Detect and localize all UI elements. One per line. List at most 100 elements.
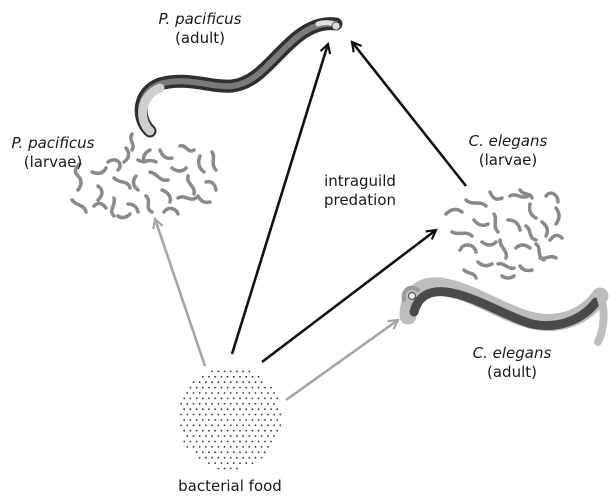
bacteria-dot [258, 441, 260, 443]
bacteria-dot [258, 451, 260, 453]
bacteria-dot [221, 441, 223, 443]
bacteria-dot [279, 424, 281, 426]
bacteria-dot [239, 462, 241, 464]
bacteria-dot [242, 457, 244, 459]
bacteria-dot [236, 424, 238, 426]
bacteria-dot [217, 468, 219, 470]
bacteria-dot [230, 457, 232, 459]
bacteria-dot [239, 398, 241, 400]
bacteria-dot [270, 430, 272, 432]
bacteria-dot [261, 457, 263, 459]
bacteria-dot [230, 414, 232, 416]
bacteria-dot [196, 451, 198, 453]
bacteria-dot [267, 435, 269, 437]
bacteria-dot [264, 398, 266, 400]
bacteria-dot [258, 376, 260, 378]
bacteria-dot [221, 451, 223, 453]
bacteria-dot [227, 387, 229, 389]
bacteria-dot [261, 403, 263, 405]
bacteria-dot [221, 398, 223, 400]
bacteria-dot [199, 424, 201, 426]
bacteria-dot [236, 392, 238, 394]
bacteria-dot [180, 403, 182, 405]
bacteria-dot [224, 414, 226, 416]
bacteria-dot [233, 462, 235, 464]
bacteria-dot [252, 408, 254, 410]
bacteria-dot [252, 430, 254, 432]
bacteria-dot [211, 435, 213, 437]
bacteria-dot [199, 446, 201, 448]
bacteria-dot [180, 424, 182, 426]
bacteria-dot [193, 435, 195, 437]
ce-larvae-cluster [446, 190, 562, 278]
bacteria-dot [183, 430, 185, 432]
bacteria-dot [233, 419, 235, 421]
bacteria-dot [224, 371, 226, 373]
bacteria-dot [230, 392, 232, 394]
bacteria-dot [245, 398, 247, 400]
bacteria-dot [214, 376, 216, 378]
bacteria-dot [205, 424, 207, 426]
ce-adult-label: C. elegans (adult) [452, 344, 572, 382]
bacteria-dot [208, 462, 210, 464]
bacteria-dot [196, 419, 198, 421]
bacteria-dot [248, 446, 250, 448]
bacteria-dot [202, 419, 204, 421]
bacteria-dot [276, 419, 278, 421]
bacteria-dot [211, 424, 213, 426]
bacteria-dot [267, 392, 269, 394]
bacteria-dot [255, 392, 257, 394]
bacteria-dot [236, 457, 238, 459]
bacteria-dot [276, 430, 278, 432]
bacteria-dot [233, 430, 235, 432]
bacteria-dot [258, 398, 260, 400]
bacteria-dot [233, 441, 235, 443]
bacteria-dot [186, 392, 188, 394]
bacteria-dot [193, 414, 195, 416]
bacteria-dot [205, 414, 207, 416]
bacteria-dot [214, 430, 216, 432]
bacteria-dot [199, 457, 201, 459]
bacteria-dot [211, 457, 213, 459]
bacteria-dot [242, 424, 244, 426]
bacteria-dot [233, 387, 235, 389]
bacteria-dot [183, 398, 185, 400]
bacteria-dot [227, 462, 229, 464]
bacteria-dot [208, 451, 210, 453]
bacteria-dot [248, 435, 250, 437]
bacteria-dot [214, 462, 216, 464]
bacteria-dot [252, 376, 254, 378]
bacteria-dot [208, 430, 210, 432]
bacteria-dot [273, 403, 275, 405]
bacteria-dot [239, 408, 241, 410]
bacteria-dot [193, 381, 195, 383]
bacteria-dot [233, 376, 235, 378]
bacteria-dot [230, 371, 232, 373]
bacteria-dot [208, 376, 210, 378]
bacteria-dot [267, 414, 269, 416]
bacteria-dot [211, 392, 213, 394]
bacteria-dot [196, 398, 198, 400]
bacteria-dot [202, 376, 204, 378]
bacteria-dot [273, 392, 275, 394]
bacteria-dot [248, 414, 250, 416]
bacteria-dot [267, 403, 269, 405]
bacteria-dot [236, 371, 238, 373]
bacteria-dot [214, 408, 216, 410]
bacteria-dot [233, 408, 235, 410]
bacteria-dot [245, 451, 247, 453]
bacteria-dot [214, 419, 216, 421]
bacteria-dot [248, 403, 250, 405]
bacteria-dot [245, 462, 247, 464]
bacteria-dot [258, 419, 260, 421]
bacteria-dot [211, 414, 213, 416]
bacteria-dot [199, 403, 201, 405]
bacteria-dot [270, 419, 272, 421]
bacteria-dot [186, 414, 188, 416]
bacteria-dot [230, 446, 232, 448]
bacteria-dot [230, 424, 232, 426]
bacteria-dot [190, 441, 192, 443]
bacteria-dot [190, 408, 192, 410]
bacteria-dot [183, 408, 185, 410]
bacteria-dot [199, 381, 201, 383]
